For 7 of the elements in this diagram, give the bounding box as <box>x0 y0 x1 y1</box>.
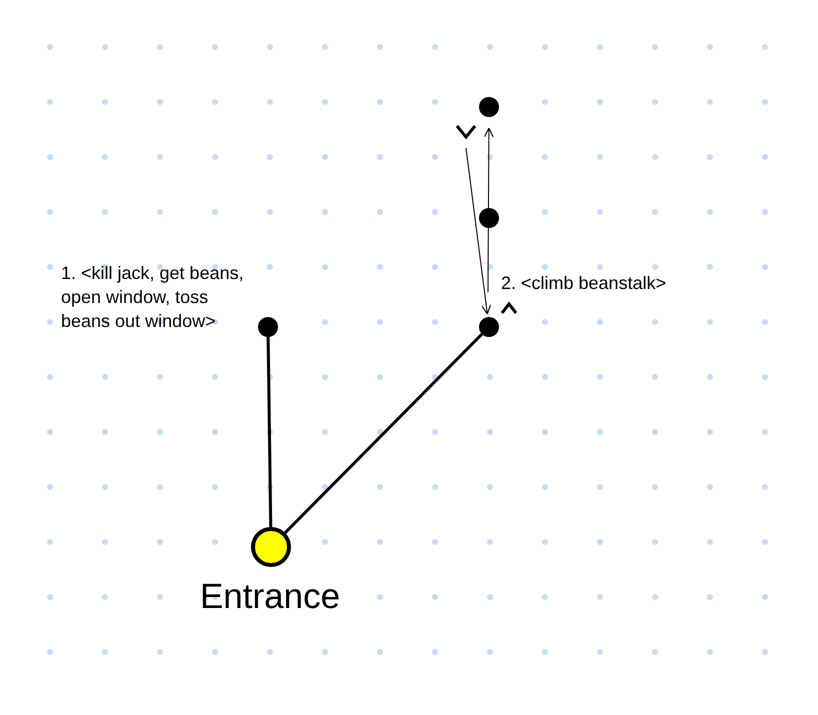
step-label: 1. <kill jack, get beans, open window, toss beans out window> <box>61 262 245 333</box>
node-label: Entrance <box>198 576 342 618</box>
connector-line <box>284 333 484 534</box>
connector-line <box>266 336 272 528</box>
arrow <box>484 128 494 292</box>
step-label: 2. <climb beanstalk> <box>501 272 668 295</box>
arrow <box>466 148 492 315</box>
